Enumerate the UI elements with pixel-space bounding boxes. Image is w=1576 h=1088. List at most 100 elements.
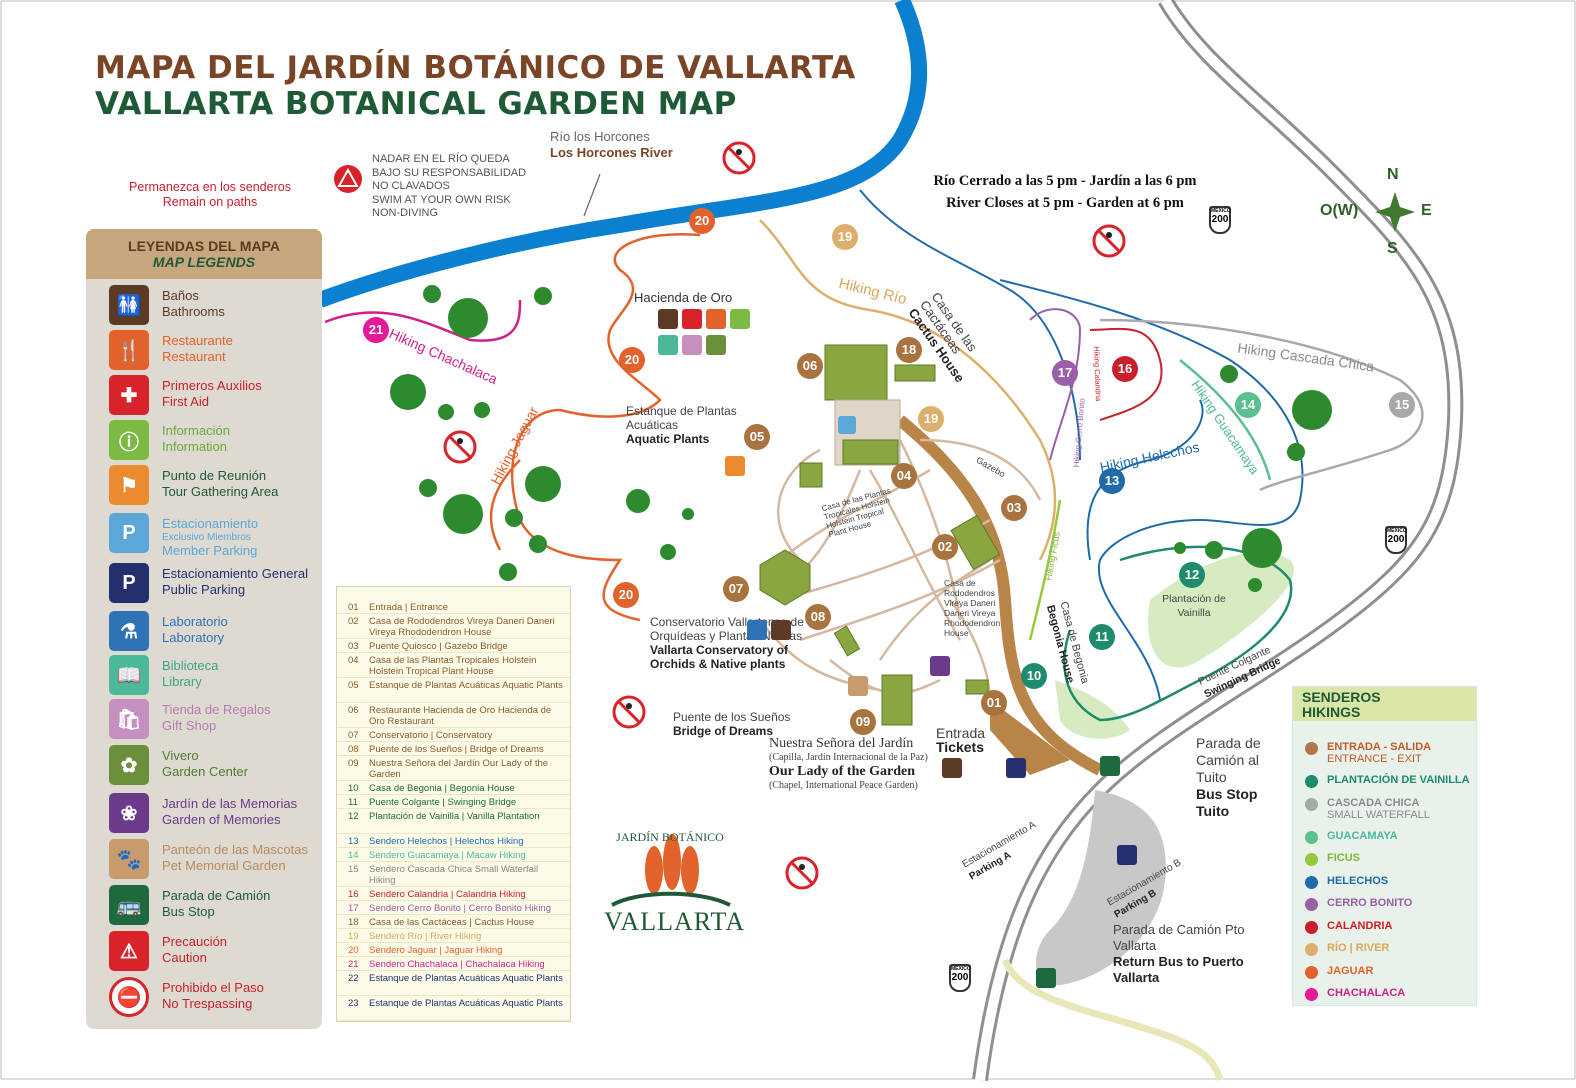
map-marker-13[interactable]: 13: [1099, 468, 1125, 494]
key-number: 02: [348, 616, 359, 627]
bus-stop-icon: 🚌: [109, 885, 149, 925]
key-number: 15: [348, 864, 359, 875]
opening-hours: Río Cerrado a las 5 pm - Jardín a las 6 …: [933, 173, 1197, 211]
key-number: 13: [348, 836, 359, 847]
key-number: 16: [348, 889, 359, 900]
hiking-legend-label: JAGUAR: [1327, 964, 1374, 977]
key-description: Sendero Guacamaya | Macaw Hiking: [369, 850, 526, 861]
trail-cerro: [1029, 308, 1082, 461]
trail-color-swatch: [1305, 943, 1318, 956]
map-marker-05[interactable]: 05: [744, 424, 770, 450]
first-aid-icon: [682, 309, 702, 329]
laboratory-icon: [747, 620, 767, 640]
map-marker-10[interactable]: 10: [1021, 663, 1047, 689]
key-number: 19: [348, 931, 359, 942]
map-marker-06[interactable]: 06: [797, 353, 823, 379]
restaurant-icon: [706, 309, 726, 329]
hacienda-facility-icons: [658, 309, 750, 329]
map-marker-02[interactable]: 02: [932, 534, 958, 560]
map-marker-09[interactable]: 09: [850, 709, 876, 735]
map-marker-17[interactable]: 17: [1052, 360, 1078, 386]
map-marker-20[interactable]: 20: [613, 582, 639, 608]
caution-icon: ⚠: [109, 931, 149, 971]
map-marker-03[interactable]: 03: [1001, 495, 1027, 521]
hiking-legend-label: HELECHOS: [1327, 874, 1389, 887]
hiking-legend-item: GUACAMAYA: [1305, 828, 1475, 850]
map-marker-08[interactable]: 08: [805, 604, 831, 630]
trail-helechos-c: [1086, 399, 1204, 561]
map-marker-11[interactable]: 11: [1089, 624, 1115, 650]
map-marker-01[interactable]: 01: [981, 690, 1007, 716]
bathrooms-icon: 🚻: [109, 285, 149, 325]
member-parking-icon: [838, 416, 856, 434]
public-parking-icon: [1117, 845, 1137, 865]
garden-logo: JARDÍN BOTÁNICO VALLARTA: [604, 830, 746, 936]
label-vanilla-plantation: Plantación de Vainilla: [1162, 593, 1226, 619]
parking-b-area: [1036, 790, 1166, 986]
map-marker-12[interactable]: 12: [1179, 562, 1205, 588]
key-number: 05: [348, 680, 359, 691]
map-marker-19[interactable]: 19: [918, 406, 944, 432]
map-marker-20[interactable]: 20: [689, 208, 715, 234]
no-trespassing-icon: [722, 141, 756, 180]
public-parking-icon: P: [109, 563, 149, 603]
key-number: 07: [348, 730, 359, 741]
laboratory-icon: ⚗: [109, 611, 149, 651]
map-marker-15[interactable]: 15: [1389, 392, 1415, 418]
no-trespassing-icon: ⛔: [109, 977, 149, 1017]
map-marker-19[interactable]: 19: [832, 224, 858, 250]
key-description: Estanque de Plantas Acuáticas Aquatic Pl…: [369, 973, 563, 984]
river-horcones: [317, 0, 928, 308]
river-pointer: [583, 173, 601, 217]
hiking-legend-label: RÍO | RIVER: [1327, 942, 1390, 954]
map-marker-16[interactable]: 16: [1112, 356, 1138, 382]
trail-helechos-a: [859, 189, 1081, 461]
remain-on-paths-note: Permanezca en los senderos Remain on pat…: [129, 180, 291, 209]
trail-color-swatch: [1305, 797, 1318, 811]
map-marker-04[interactable]: 04: [891, 463, 917, 489]
key-description: Entrada | Entrance: [369, 602, 449, 613]
trail-vanilla: [1063, 545, 1293, 722]
map-marker-14[interactable]: 14: [1235, 392, 1261, 418]
trail-color-swatch: [1305, 830, 1318, 844]
map-marker-18[interactable]: 18: [896, 337, 922, 363]
key-number: 12: [348, 811, 359, 822]
map-marker-20[interactable]: 20: [619, 347, 645, 373]
key-description: Casa de las Plantas Tropicales Holstein …: [369, 655, 537, 677]
map-marker-07[interactable]: 07: [723, 576, 749, 602]
key-number: 20: [348, 945, 359, 956]
hiking-legend-label: CERRO BONITO: [1327, 897, 1413, 909]
map-marker-21[interactable]: 21: [363, 317, 389, 343]
entrance-plaza: [990, 700, 1070, 775]
